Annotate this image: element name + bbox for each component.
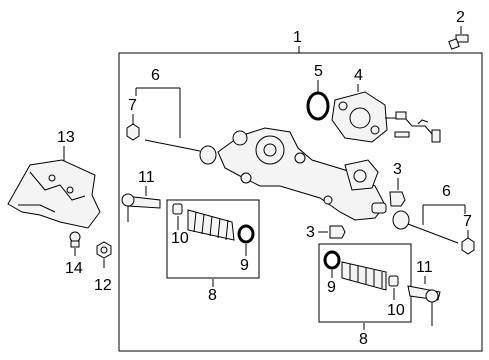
nut-part-7-right xyxy=(461,237,475,255)
bolt-part-14 xyxy=(69,231,81,248)
bushing-part-3-lower xyxy=(329,225,346,239)
callout-2: 2 xyxy=(456,9,465,26)
callout-7-right: 7 xyxy=(463,213,472,230)
inner-tie-rod-left xyxy=(144,139,217,165)
bolt-part-2 xyxy=(448,34,469,50)
nut-part-12 xyxy=(96,241,112,259)
callout-9-left: 9 xyxy=(240,257,249,274)
callout-6-right: 6 xyxy=(442,183,451,200)
leader-6-right xyxy=(422,204,466,225)
motor-unit-part-4 xyxy=(331,91,441,143)
boot-kit-box-left xyxy=(166,199,260,279)
inner-tie-rod-right xyxy=(392,210,459,244)
o-ring-part-5 xyxy=(306,91,330,121)
heat-shield-part-13 xyxy=(7,159,101,229)
assembly-frame xyxy=(118,52,483,352)
callout-13: 13 xyxy=(57,129,75,146)
steering-gear-housing xyxy=(217,127,387,221)
tie-rod-end-part-11-right xyxy=(407,285,441,326)
callout-3-upper: 3 xyxy=(393,161,402,178)
callout-6-left: 6 xyxy=(151,67,160,84)
nut-part-7-left xyxy=(126,123,140,141)
ring-part-9-left xyxy=(237,224,255,244)
callout-10-left: 10 xyxy=(171,230,189,247)
leader-6-left xyxy=(135,87,181,138)
boot-part-left xyxy=(187,209,235,241)
boot-part-right xyxy=(341,261,387,291)
ring-part-9-right xyxy=(323,250,341,270)
callout-3-lower: 3 xyxy=(306,224,315,241)
callout-11-left: 11 xyxy=(138,169,155,186)
callout-7-left: 7 xyxy=(128,97,137,114)
bushing-part-3-upper xyxy=(389,191,406,207)
clamp-part-10-left xyxy=(172,203,183,215)
callout-10-right: 10 xyxy=(387,302,405,319)
callout-9-right: 9 xyxy=(327,279,336,296)
boot-kit-box-right xyxy=(318,243,412,323)
callout-1: 1 xyxy=(293,29,302,46)
callout-11-right: 11 xyxy=(416,259,433,276)
callout-4: 4 xyxy=(354,67,363,84)
callout-12: 12 xyxy=(94,277,112,294)
callout-8-left: 8 xyxy=(208,287,217,304)
clamp-part-10-right xyxy=(388,275,399,287)
callout-14: 14 xyxy=(65,260,83,277)
tie-rod-end-part-11-left xyxy=(121,193,161,222)
callout-8-right: 8 xyxy=(359,331,368,348)
callout-5: 5 xyxy=(314,63,323,80)
